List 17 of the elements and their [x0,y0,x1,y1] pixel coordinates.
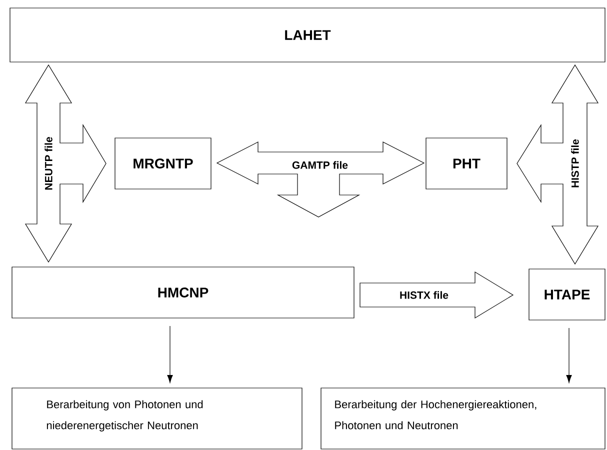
arrow [566,328,572,383]
process-box: HTAPE [528,268,606,320]
process-box: HMCNP [12,266,354,318]
block-arrow [216,142,425,218]
edge-label: HISTX file [400,291,448,299]
text-box: Berarbeitung von Photonen und niederenergetischer Neutronen [12,388,302,450]
block-arrow [360,271,514,319]
block-arrow [516,64,599,265]
process-box: MRGNTP [114,138,212,190]
block-arrow [24,64,106,263]
text-box: Berarbeitung der Hochenergiereaktionen, Photonen und Neutronen [320,388,606,450]
edge-label: NEUTP file [44,137,52,190]
process-box: PHT [426,138,508,190]
arrow [167,326,173,383]
edge-label: GAMTP file [292,161,348,169]
edge-label: HISTP file [571,139,579,188]
process-box: LAHET [10,8,606,62]
